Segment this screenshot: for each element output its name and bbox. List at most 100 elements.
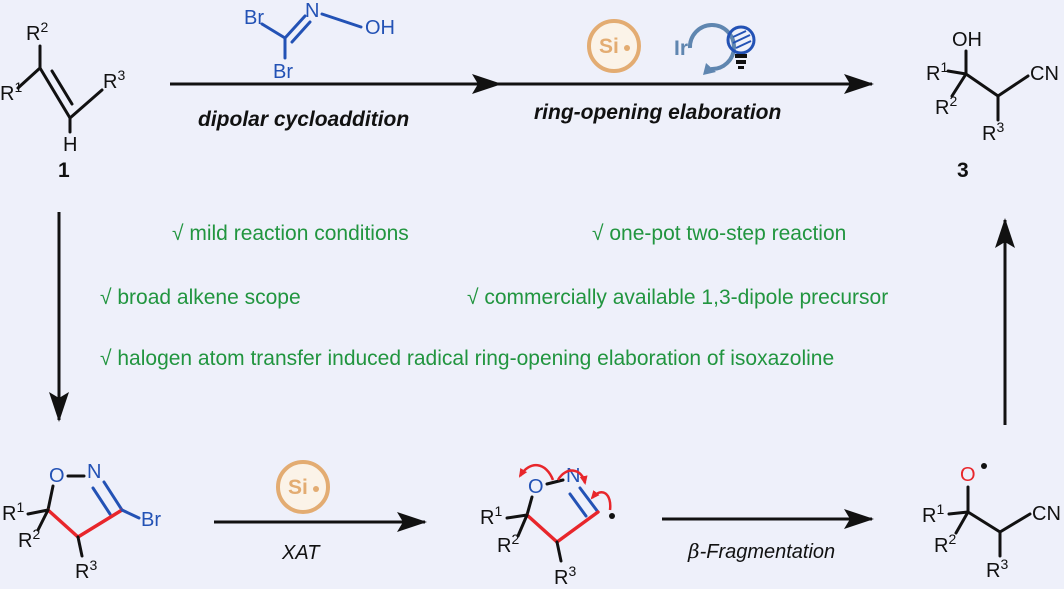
isoxazoline-r2-label: R2: [18, 526, 40, 552]
bond: [950, 72, 968, 98]
alkoxy-cn-label: CN: [1032, 503, 1061, 525]
bulb-base-icon: [735, 54, 747, 58]
bond-o-n: [545, 478, 565, 486]
bond: [320, 12, 363, 29]
bulb-line-icon: [732, 30, 747, 38]
imidoyl-radical-intermediate: O N R1 R2 R3: [480, 464, 615, 589]
isoxazoline-r1-label: R1: [2, 499, 24, 525]
isoxazoline-r3-label: R3: [75, 557, 97, 583]
feature-one-pot: √ one-pot two-step reaction: [592, 222, 846, 245]
bond-c4-c3: [555, 510, 600, 544]
compound-number-1: 1: [58, 159, 70, 182]
alkoxy-radical-intermediate: O R1 R2 CN R3: [922, 463, 1061, 582]
bond-c5-c4: [525, 513, 559, 544]
electron-arrow-icon: [518, 464, 555, 481]
dibromoformaldoxime: Br N OH Br: [244, 0, 395, 83]
isoxazoline-n-label: N: [87, 461, 101, 483]
product-3: OH R1 R2 CN R3 3: [926, 29, 1059, 182]
double-bond-line: [50, 69, 74, 106]
bond: [283, 14, 307, 40]
bond: [260, 22, 287, 40]
bond: [964, 72, 1000, 98]
bond: [38, 66, 72, 120]
alkoxy-r1-label: R1: [922, 501, 944, 527]
double-bond-line: [290, 20, 312, 44]
alkene-h-label: H: [63, 134, 77, 156]
product-cn-label: CN: [1030, 63, 1059, 85]
oxime-n-label: N: [305, 0, 319, 22]
radical-dot-icon: [624, 45, 630, 51]
bulb-line-icon: [732, 34, 751, 44]
silyl-badge-circle: [276, 460, 330, 514]
bond: [516, 513, 529, 538]
bond-c3-br: [120, 508, 141, 520]
bond: [26, 508, 50, 516]
oxime-br-bottom: Br: [273, 61, 293, 83]
bulb-glass-icon: [726, 25, 756, 55]
electron-arrow-icon: [556, 469, 588, 485]
alkene-r3-label: R3: [103, 67, 125, 93]
silyl-badge-circle: [587, 19, 641, 73]
bond: [16, 66, 42, 90]
radical-dot-icon: [981, 463, 987, 469]
bond: [998, 512, 1032, 534]
double-bond-line: [91, 486, 112, 516]
condition-dipolar-cycloaddition: dipolar cycloaddition: [198, 108, 409, 131]
radical-dot-icon: [609, 513, 615, 519]
intermediate-n-label: N: [566, 465, 580, 487]
silyl-radical-badge: Si: [587, 19, 641, 73]
isoxazoline-br-label: Br: [141, 509, 161, 531]
condition-xat: XAT: [281, 542, 321, 564]
bond-n-c3: [102, 480, 124, 512]
oxime-br-top: Br: [244, 7, 264, 29]
bulb-base-icon: [736, 60, 746, 64]
double-bond-line: [568, 492, 588, 518]
alkoxy-o-label: O: [960, 464, 976, 486]
bond-c5-c4: [46, 508, 80, 539]
feature-xat-ring-opening: √ halogen atom transfer induced radical …: [100, 347, 834, 370]
bond: [946, 69, 968, 76]
isoxazoline-o-label: O: [49, 465, 65, 487]
bond: [505, 513, 529, 520]
product-r3-label: R3: [982, 119, 1004, 145]
intermediate-r1-label: R1: [480, 503, 502, 529]
intermediate-r2-label: R2: [497, 531, 519, 557]
product-r2-label: R2: [935, 93, 957, 119]
feature-mild-conditions: √ mild reaction conditions: [172, 222, 409, 245]
iridium-badge-label: Ir: [674, 37, 688, 60]
alkene-r1-label: R1: [0, 79, 22, 105]
intermediate-r3-label: R3: [554, 563, 576, 589]
bond: [954, 510, 970, 535]
bond-o-c5: [46, 484, 55, 512]
bond-n-c3: [578, 486, 600, 514]
compound-number-3: 3: [957, 159, 969, 182]
alkene-r2-label: R2: [26, 19, 48, 45]
iridium-photocatalyst-badge: Ir: [674, 23, 736, 75]
bond-o-c5: [525, 495, 534, 517]
bond: [76, 535, 84, 558]
bond: [966, 510, 1002, 534]
electron-arrow-icon: [590, 490, 612, 511]
iridium-cycle-icon: [687, 23, 736, 72]
bond: [947, 510, 970, 516]
bond: [36, 508, 50, 532]
alkoxy-r3-label: R3: [986, 556, 1008, 582]
bond: [996, 74, 1030, 98]
intermediate-o-label: O: [528, 476, 544, 498]
bond: [68, 88, 104, 120]
condition-beta-fragmentation: β-Fragmentation: [687, 539, 835, 563]
bond-c4-c3: [76, 508, 124, 539]
bulb-base-icon: [738, 66, 744, 69]
condition-ring-opening: ring-opening elaboration: [534, 101, 781, 124]
cycle-arrowhead-icon: [703, 63, 716, 75]
oxime-oh-label: OH: [365, 17, 395, 39]
product-oh-label: OH: [952, 29, 982, 51]
feature-commercial-precursor: √ commercially available 1,3-dipole prec…: [467, 286, 888, 309]
silyl-radical-badge-xat: Si: [276, 460, 330, 514]
bromoisoxazoline: O N Br R1 R2 R3: [2, 461, 161, 583]
product-r1-label: R1: [926, 59, 948, 85]
bond: [555, 540, 563, 563]
light-bulb-icon: [726, 25, 756, 69]
feature-broad-scope: √ broad alkene scope: [100, 286, 301, 309]
